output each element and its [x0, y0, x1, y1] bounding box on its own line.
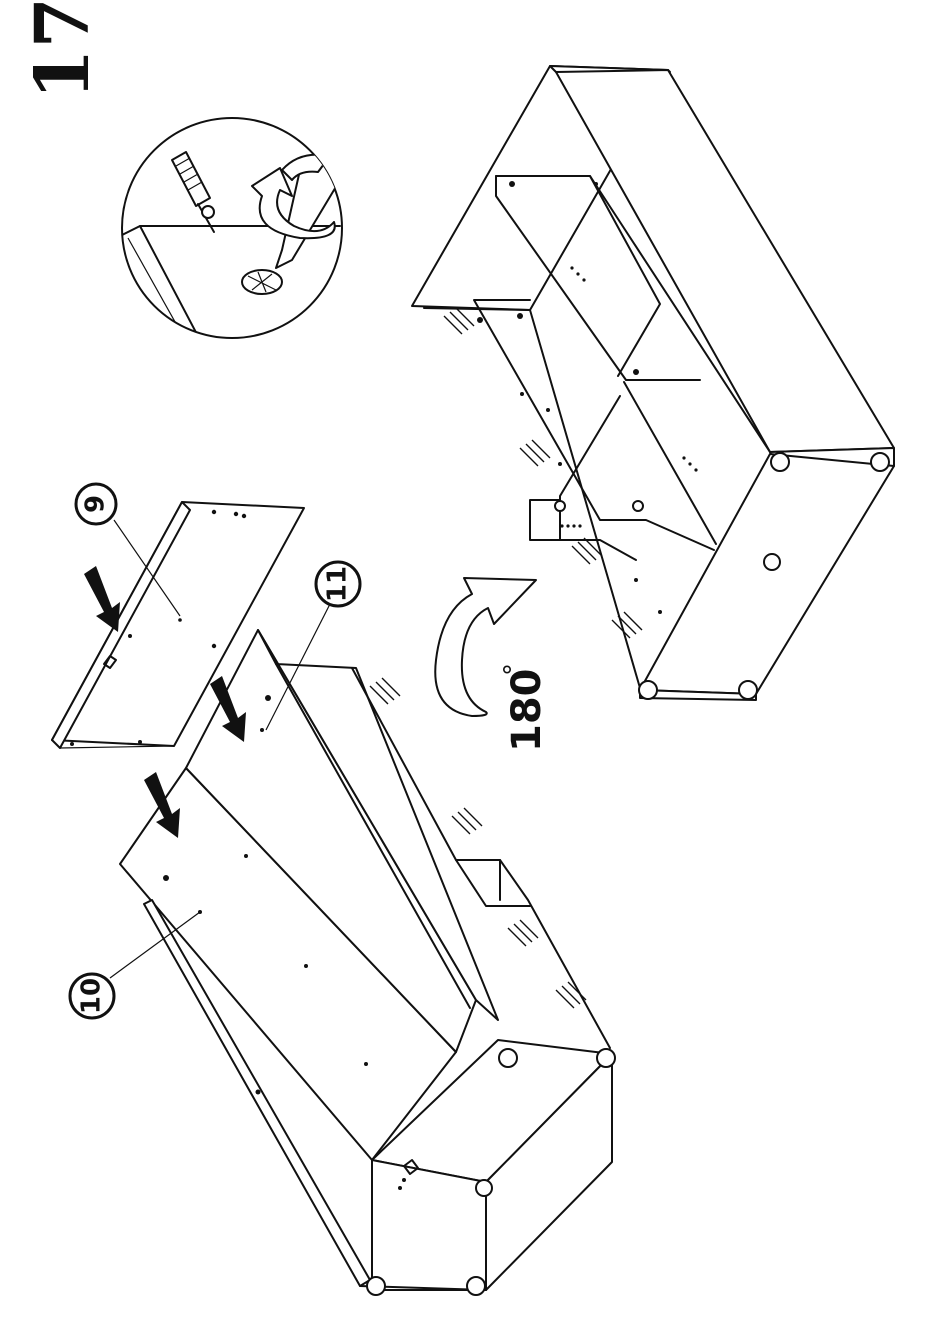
foot [739, 681, 757, 699]
foot [367, 1277, 385, 1295]
foot [597, 1049, 615, 1067]
foot [467, 1277, 485, 1295]
callout-9-label: 9 [81, 495, 111, 513]
cam-hole [476, 1180, 492, 1196]
rotation-indicator: 180 ° [435, 578, 550, 752]
rotation-degree: ° [499, 663, 529, 676]
foot [639, 681, 657, 699]
detail-inset [120, 118, 370, 345]
callout-10-label: 10 [77, 978, 107, 1014]
rotation-angle: 180 [504, 669, 550, 753]
step-number-text: 17 [20, 0, 106, 100]
foot [871, 453, 889, 471]
callout-11-label: 11 [323, 566, 353, 602]
cam-hole [764, 554, 780, 570]
foot [499, 1049, 517, 1067]
foot [771, 453, 789, 471]
step-number: 17 [20, 0, 106, 100]
screw-head-icon [242, 270, 282, 294]
